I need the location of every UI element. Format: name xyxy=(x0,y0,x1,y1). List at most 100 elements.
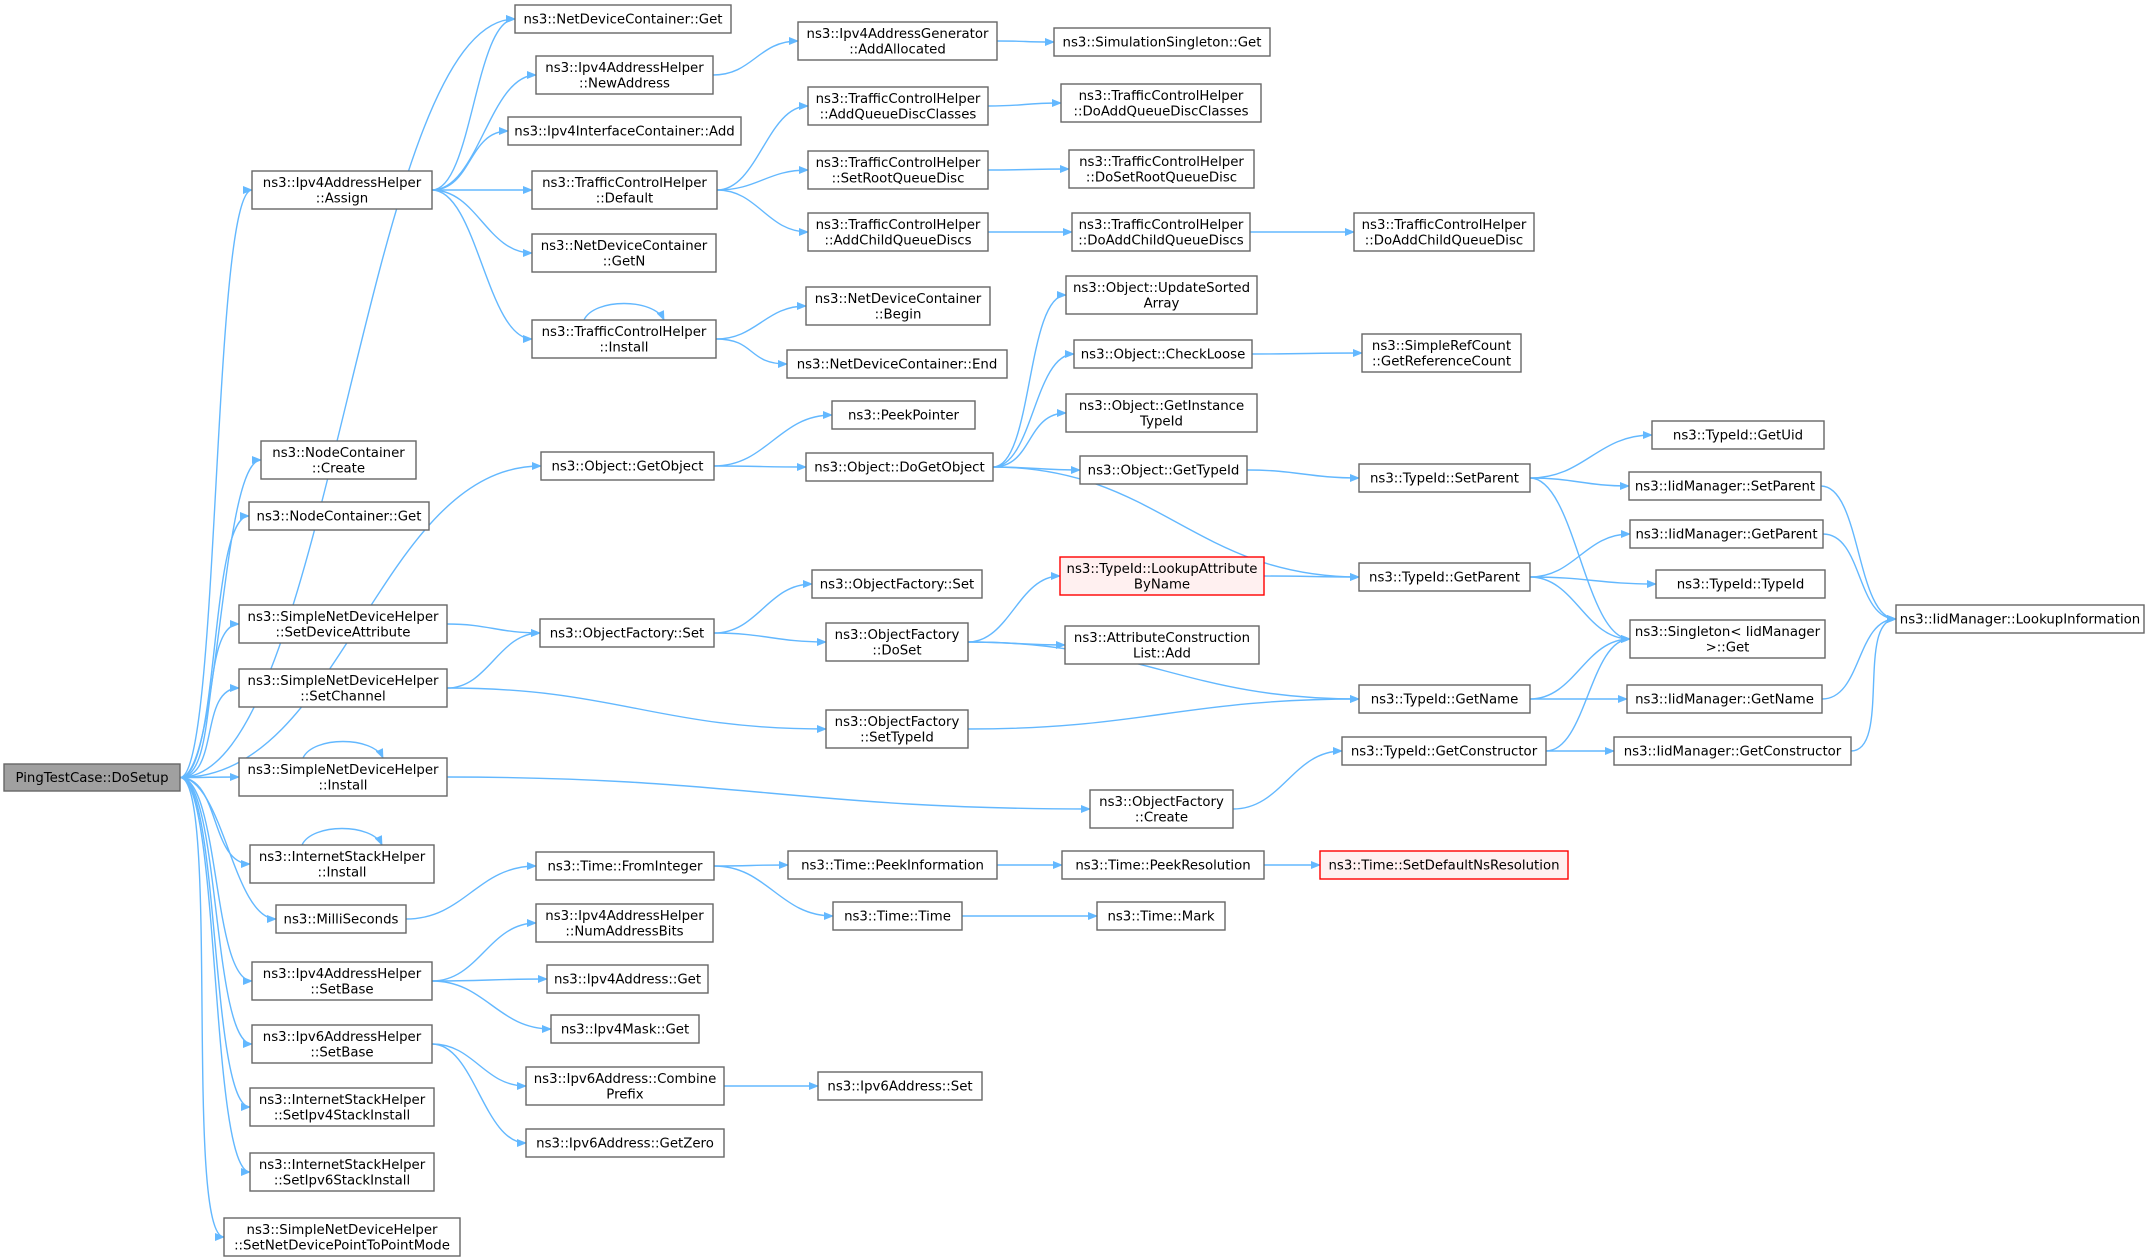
node-singleton-get[interactable]: ns3::Singleton< IidManager>::Get xyxy=(1629,619,1826,659)
node-of-settypeid[interactable]: ns3::ObjectFactory::SetTypeId xyxy=(825,709,969,749)
node-tch-addchild[interactable]: ns3::TrafficControlHelper::AddChildQueue… xyxy=(807,212,989,252)
node-ndc-begin[interactable]: ns3::NetDeviceContainer::Begin xyxy=(805,286,991,326)
edge-root-to-milliseconds xyxy=(179,776,277,923)
node-time-setdefault[interactable]: ns3::Time::SetDefaultNsResolution xyxy=(1319,850,1569,880)
node-snd-install[interactable]: ns3::SimpleNetDeviceHelper::Install xyxy=(238,757,448,797)
edge-iidm_getparent-to-iidm_lookupinfo xyxy=(1822,533,1897,623)
node-ndc-end[interactable]: ns3::NetDeviceContainer::End xyxy=(786,349,1008,379)
node-time-fromint[interactable]: ns3::Time::FromInteger xyxy=(535,851,715,881)
node-ipv4ic-add[interactable]: ns3::Ipv4InterfaceContainer::Add xyxy=(507,116,742,146)
node-label: ::AddAllocated xyxy=(849,42,946,57)
node-typeid-getctor[interactable]: ns3::TypeId::GetConstructor xyxy=(1341,736,1547,766)
node-tch-doaddqdc[interactable]: ns3::TrafficControlHelper::DoAddQueueDis… xyxy=(1060,83,1262,123)
edges-layer xyxy=(179,15,1897,1241)
node-obj-gettypeid[interactable]: ns3::Object::GetTypeId xyxy=(1079,455,1248,485)
node-time-peekinfo[interactable]: ns3::Time::PeekInformation xyxy=(787,850,998,880)
node-iidm-getname[interactable]: ns3::IidManager::GetName xyxy=(1626,684,1823,714)
node-ipv4mask-get[interactable]: ns3::Ipv4Mask::Get xyxy=(550,1014,700,1044)
node-box xyxy=(514,4,732,34)
node-ish-setipv6[interactable]: ns3::InternetStackHelper::SetIpv6StackIn… xyxy=(249,1152,435,1192)
node-snd-setattr[interactable]: ns3::SimpleNetDeviceHelper::SetDeviceAtt… xyxy=(238,604,448,644)
node-label: ns3::Ipv6Address::GetZero xyxy=(536,1137,714,1152)
node-ndc-getn[interactable]: ns3::NetDeviceContainer::GetN xyxy=(531,233,717,273)
node-root[interactable]: PingTestCase::DoSetup xyxy=(3,763,181,792)
node-tch-setroot[interactable]: ns3::TrafficControlHelper::SetRootQueueD… xyxy=(807,150,989,190)
node-time-peekres[interactable]: ns3::Time::PeekResolution xyxy=(1061,850,1265,880)
node-label: ::Begin xyxy=(875,307,922,322)
node-box xyxy=(805,286,991,326)
node-label: ns3::IidManager::LookupInformation xyxy=(1900,613,2140,628)
node-time-time[interactable]: ns3::Time::Time xyxy=(832,901,963,931)
node-ipv4addr-get[interactable]: ns3::Ipv4Address::Get xyxy=(546,964,709,994)
node-iidm-lookupinfo[interactable]: ns3::IidManager::LookupInformation xyxy=(1895,604,2145,634)
node-box xyxy=(1358,562,1531,592)
node-typeid-getparent[interactable]: ns3::TypeId::GetParent xyxy=(1358,562,1531,592)
node-peekpointer[interactable]: ns3::PeekPointer xyxy=(831,400,976,430)
node-typeid-setparent[interactable]: ns3::TypeId::SetParent xyxy=(1358,463,1531,493)
edge-tch_addqdc-to-tch_doaddqdc xyxy=(987,99,1062,108)
node-time-mark[interactable]: ns3::Time::Mark xyxy=(1096,901,1226,931)
node-ipv4ah-assign[interactable]: ns3::Ipv4AddressHelper::Assign xyxy=(251,170,433,210)
node-of-doset[interactable]: ns3::ObjectFactory::DoSet xyxy=(825,622,969,662)
node-label: ns3::NetDeviceContainer xyxy=(541,239,708,254)
node-ipv6addr-set[interactable]: ns3::Ipv6Address::Set xyxy=(817,1071,983,1101)
node-simsingleton-get[interactable]: ns3::SimulationSingleton::Get xyxy=(1053,27,1271,57)
node-typeid-getuid[interactable]: ns3::TypeId::GetUid xyxy=(1651,420,1825,450)
node-ipv4ah-new[interactable]: ns3::Ipv4AddressHelper::NewAddress xyxy=(535,55,714,95)
node-tch-default[interactable]: ns3::TrafficControlHelper::Default xyxy=(531,170,718,210)
node-box xyxy=(531,233,717,273)
node-tch-addqdc[interactable]: ns3::TrafficControlHelper::AddQueueDiscC… xyxy=(807,86,989,126)
node-nodec-create[interactable]: ns3::NodeContainer::Create xyxy=(260,440,417,480)
edge-obj_getobject-to-peekpointer xyxy=(713,411,833,467)
node-ipv4ag-addalloc[interactable]: ns3::Ipv4AddressGenerator::AddAllocated xyxy=(797,21,998,61)
node-nodec-get[interactable]: ns3::NodeContainer::Get xyxy=(248,501,430,531)
node-ish-install[interactable]: ns3::InternetStackHelper::Install xyxy=(249,844,435,884)
edge-ipv4ag_addalloc-to-simsingleton_get xyxy=(996,37,1055,46)
node-label: ns3::Time::FromInteger xyxy=(547,860,703,875)
node-iidm-getctor[interactable]: ns3::IidManager::GetConstructor xyxy=(1613,736,1852,766)
node-label: TypeId xyxy=(1139,414,1183,429)
node-nd-get[interactable]: ns3::NetDeviceContainer::Get xyxy=(514,4,732,34)
node-obj-getobject[interactable]: ns3::Object::GetObject xyxy=(540,451,715,481)
node-iidm-setparent[interactable]: ns3::IidManager::SetParent xyxy=(1628,471,1822,501)
edge-ipv4ah_setbase-to-ipv4ah_numbits xyxy=(431,919,537,982)
node-ipv4ah-numbits[interactable]: ns3::Ipv4AddressHelper::NumAddressBits xyxy=(535,903,714,943)
node-iidm-getparent[interactable]: ns3::IidManager::GetParent xyxy=(1629,519,1824,549)
node-label: ::SetIpv6StackInstall xyxy=(274,1173,410,1188)
node-label: ns3::TrafficControlHelper xyxy=(1079,218,1244,233)
node-box xyxy=(251,961,433,1001)
node-tch-install[interactable]: ns3::TrafficControlHelper::Install xyxy=(531,319,717,359)
node-simplerc-getref[interactable]: ns3::SimpleRefCount::GetReferenceCount xyxy=(1361,333,1522,373)
node-ipv6addr-getzero[interactable]: ns3::Ipv6Address::GetZero xyxy=(525,1128,725,1158)
node-box xyxy=(249,1087,435,1127)
edge-milliseconds-to-time_fromint xyxy=(405,862,537,920)
node-ipv6ah-setbase[interactable]: ns3::Ipv6AddressHelper::SetBase xyxy=(251,1024,433,1064)
edge-root-to-snd_install xyxy=(179,773,240,782)
node-milliseconds[interactable]: ns3::MilliSeconds xyxy=(275,904,407,934)
node-tch-dosetroot[interactable]: ns3::TrafficControlHelper::DoSetRootQueu… xyxy=(1068,149,1255,189)
node-ish-setipv4[interactable]: ns3::InternetStackHelper::SetIpv4StackIn… xyxy=(249,1087,435,1127)
node-snd-setchannel[interactable]: ns3::SimpleNetDeviceHelper::SetChannel xyxy=(238,668,448,708)
node-typeid-typeid[interactable]: ns3::TypeId::TypeId xyxy=(1655,569,1826,599)
node-tch-doaddchild[interactable]: ns3::TrafficControlHelper::DoAddChildQue… xyxy=(1353,212,1535,252)
node-of-set[interactable]: ns3::ObjectFactory::Set xyxy=(539,618,715,648)
node-label: ns3::Object::GetObject xyxy=(551,460,703,475)
node-box xyxy=(1361,333,1522,373)
node-obj-dogetobject[interactable]: ns3::Object::DoGetObject xyxy=(805,452,994,482)
node-label: ::DoSetRootQueueDisc xyxy=(1086,170,1237,185)
node-of-set2[interactable]: ns3::ObjectFactory::Set xyxy=(811,569,983,599)
node-ipv4ah-setbase[interactable]: ns3::Ipv4AddressHelper::SetBase xyxy=(251,961,433,1001)
node-of-create[interactable]: ns3::ObjectFactory::Create xyxy=(1089,789,1234,829)
node-typeid-getname[interactable]: ns3::TypeId::GetName xyxy=(1358,684,1531,714)
node-obj-checkloose[interactable]: ns3::Object::CheckLoose xyxy=(1073,339,1253,369)
node-box xyxy=(1061,850,1265,880)
node-label: ::GetN xyxy=(603,254,646,269)
node-tch-doaddchildren[interactable]: ns3::TrafficControlHelper::DoAddChildQue… xyxy=(1071,212,1251,252)
node-label: ::SetDeviceAttribute xyxy=(276,625,411,640)
node-snd-setp2p[interactable]: ns3::SimpleNetDeviceHelper::SetNetDevice… xyxy=(223,1217,461,1257)
